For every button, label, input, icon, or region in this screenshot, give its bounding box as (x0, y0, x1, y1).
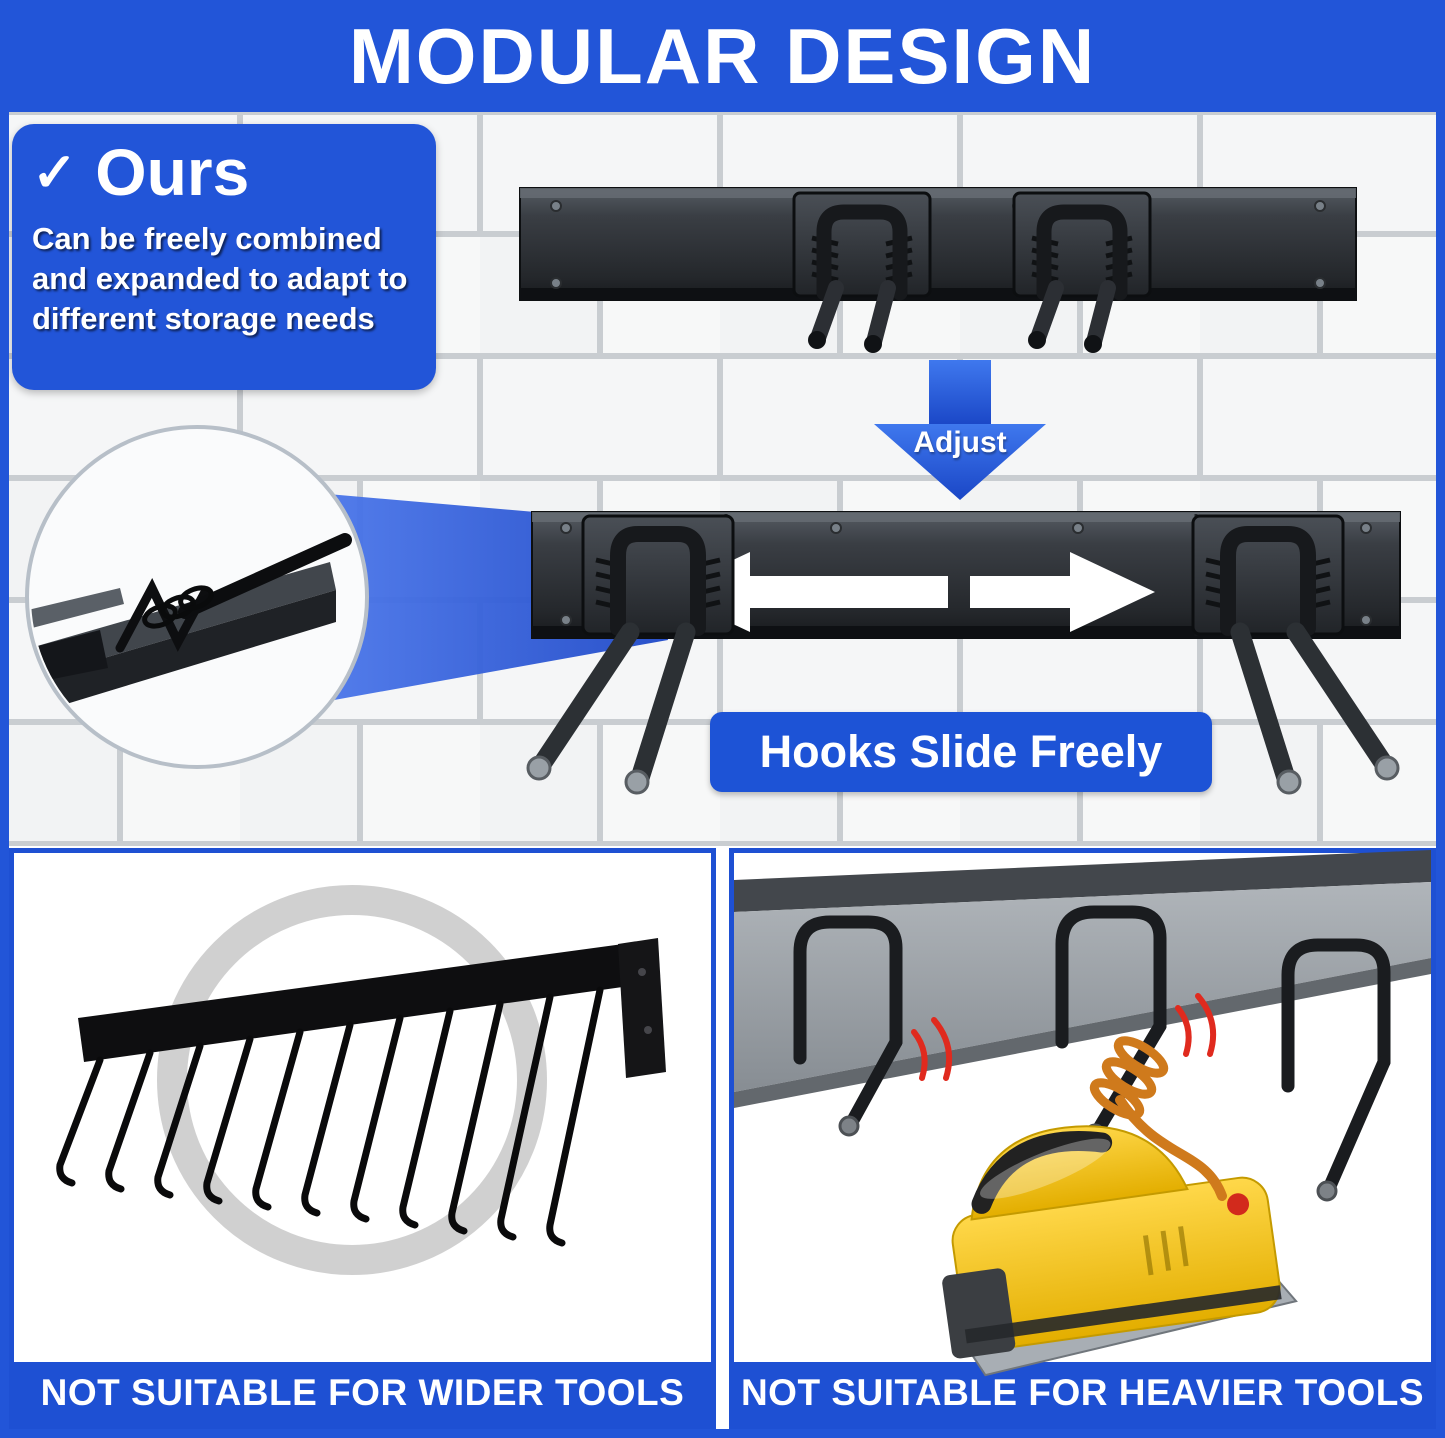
wider-tools-caption: NOT SUITABLE FOR WIDER TOOLS (14, 1362, 711, 1424)
page-title: MODULAR DESIGN (348, 11, 1097, 100)
ours-label: Ours (95, 135, 250, 209)
ours-description: Can be freely combined and expanded to a… (32, 221, 408, 336)
adjust-label: Adjust (913, 426, 1007, 459)
heavier-tools-caption: NOT SUITABLE FOR HEAVIER TOOLS (734, 1362, 1431, 1424)
wider-tools-panel: NOT SUITABLE FOR WIDER TOOLS (9, 848, 716, 1429)
ours-card-title: ✓ Ours (32, 135, 416, 209)
header-banner: MODULAR DESIGN (0, 0, 1445, 112)
slide-freely-badge: Hooks Slide Freely (710, 712, 1212, 792)
heavier-tools-panel: NOT SUITABLE FOR HEAVIER TOOLS (729, 848, 1436, 1429)
check-icon: ✓ (32, 142, 78, 203)
ours-card: ✓ Ours Can be freely combined and expand… (12, 124, 436, 390)
